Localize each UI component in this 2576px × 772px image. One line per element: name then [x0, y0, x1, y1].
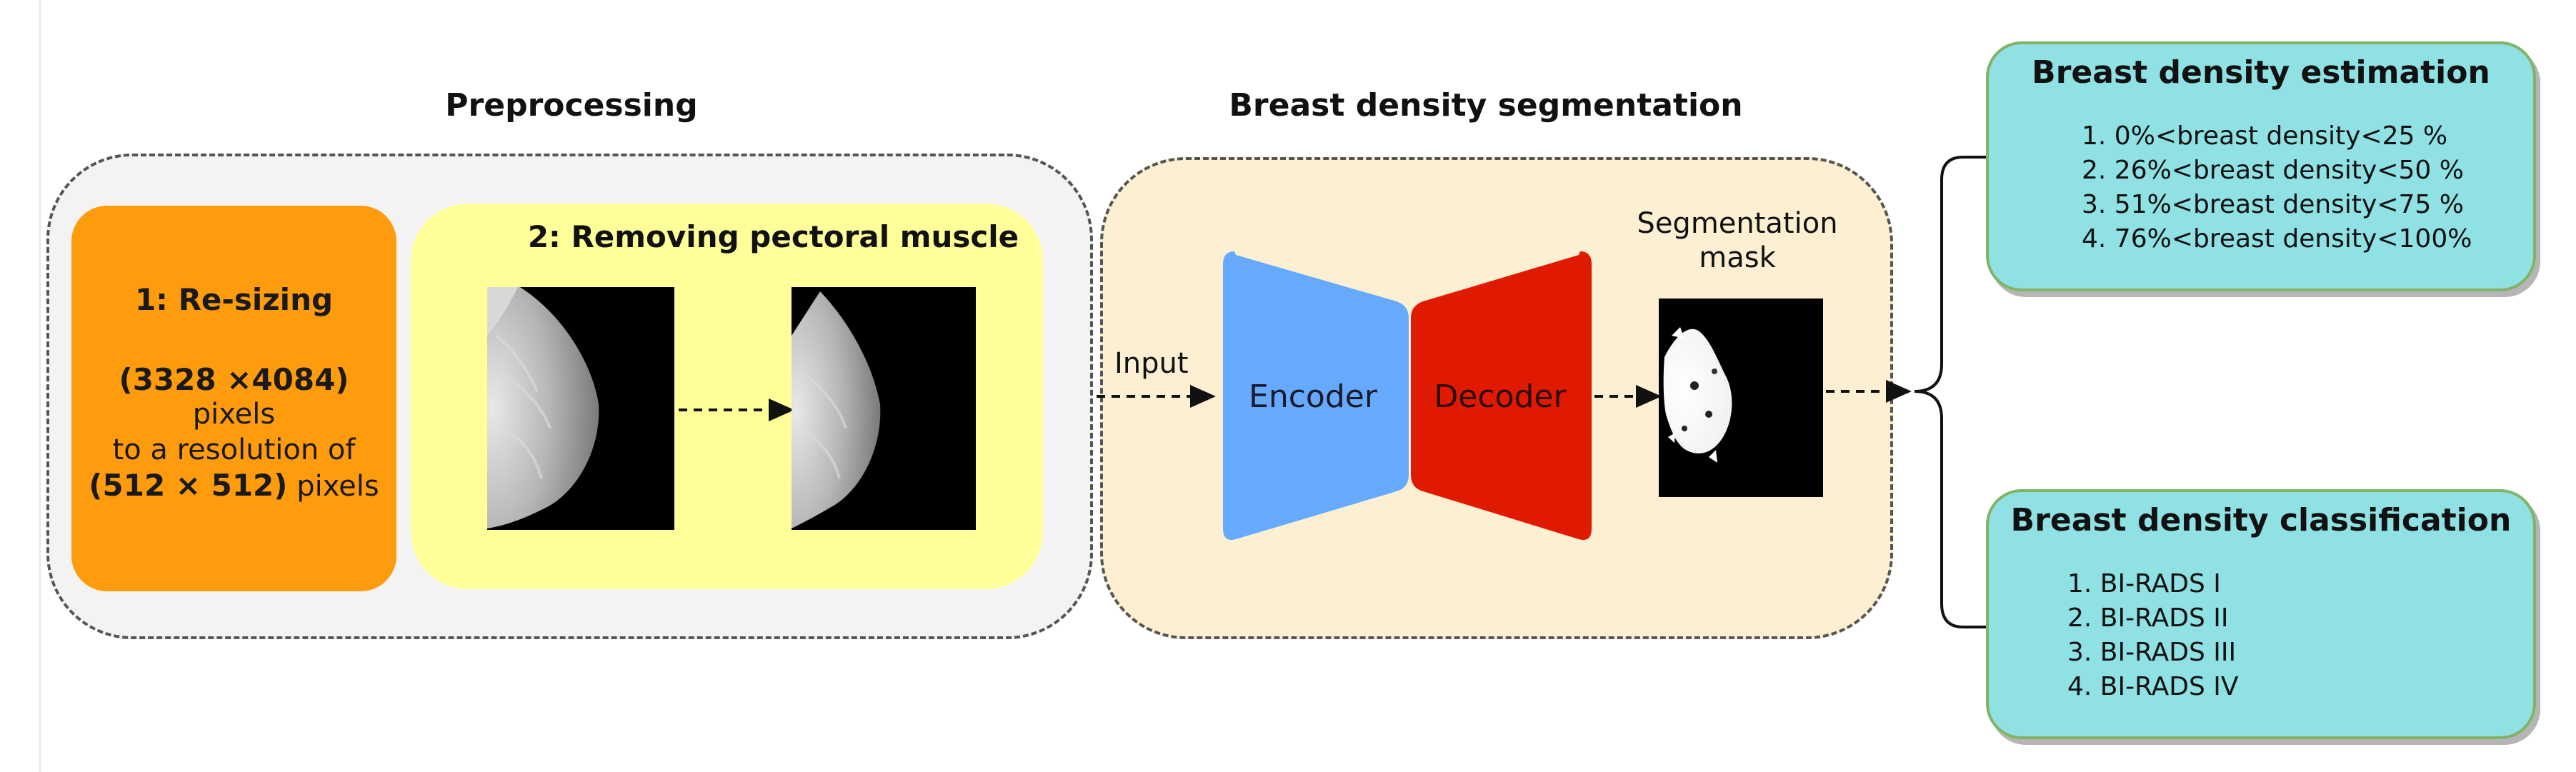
mask-label-line1: Segmentation [1637, 207, 1837, 240]
density-classification-title: Breast density classification [2010, 502, 2512, 538]
resize-step-heading: 1: Re-sizing [134, 282, 334, 317]
resize-step-box: 1: Re-sizing (3328 ×4084) pixels to a re… [71, 206, 396, 591]
resize-to-line: (512 × 512) pixels [71, 467, 396, 505]
pectoral-removal-heading: 2: Removing pectoral muscle [527, 219, 1019, 254]
decoder-label: Decoder [1434, 379, 1567, 415]
decoder-block [1411, 251, 1592, 540]
resize-from-size: (3328 ×4084) [119, 362, 349, 397]
list-item: 3. BI-RADS III [2067, 638, 2237, 667]
density-classification-list: 1. BI-RADS I 2. BI-RADS II 3. BI-RADS II… [2067, 567, 2239, 704]
encoder-label: Encoder [1249, 379, 1378, 415]
preprocessing-title: Preprocessing [445, 87, 698, 124]
mammogram-processed [792, 287, 976, 530]
mammogram-original [487, 287, 674, 530]
segmentation-mask-image [1659, 299, 1823, 497]
density-estimation-title: Breast density estimation [2032, 54, 2490, 91]
left-divider [39, 0, 41, 772]
list-item: 3. 51%<breast density<75 % [2082, 190, 2464, 219]
mask-label-line2: mask [1699, 241, 1776, 274]
density-estimation-box: Breast density estimation 1. 0%<breast d… [1986, 41, 2536, 291]
list-item: 4. BI-RADS IV [2067, 672, 2239, 701]
segmentation-title: Breast density segmentation [1229, 87, 1743, 124]
resize-to-unit: pixels [296, 470, 379, 503]
density-estimation-list: 1. 0%<breast density<25 % 2. 26%<breast … [2082, 119, 2472, 256]
list-item: 1. BI-RADS I [2067, 569, 2221, 598]
list-item: 2. 26%<breast density<50 % [2082, 156, 2464, 185]
resize-from-unit: pixels [192, 398, 276, 431]
encoder-block [1223, 251, 1409, 540]
list-item: 2. BI-RADS II [2067, 603, 2229, 633]
resize-to-size: (512 × 512) [89, 468, 288, 503]
resize-to-text: to a resolution of [112, 433, 356, 466]
input-label: Input [1114, 347, 1189, 380]
list-item: 1. 0%<breast density<25 % [2082, 121, 2448, 151]
density-classification-box: Breast density classification 1. BI-RADS… [1986, 489, 2536, 739]
output-brace [1914, 156, 1986, 628]
list-item: 4. 76%<breast density<100% [2082, 224, 2472, 254]
